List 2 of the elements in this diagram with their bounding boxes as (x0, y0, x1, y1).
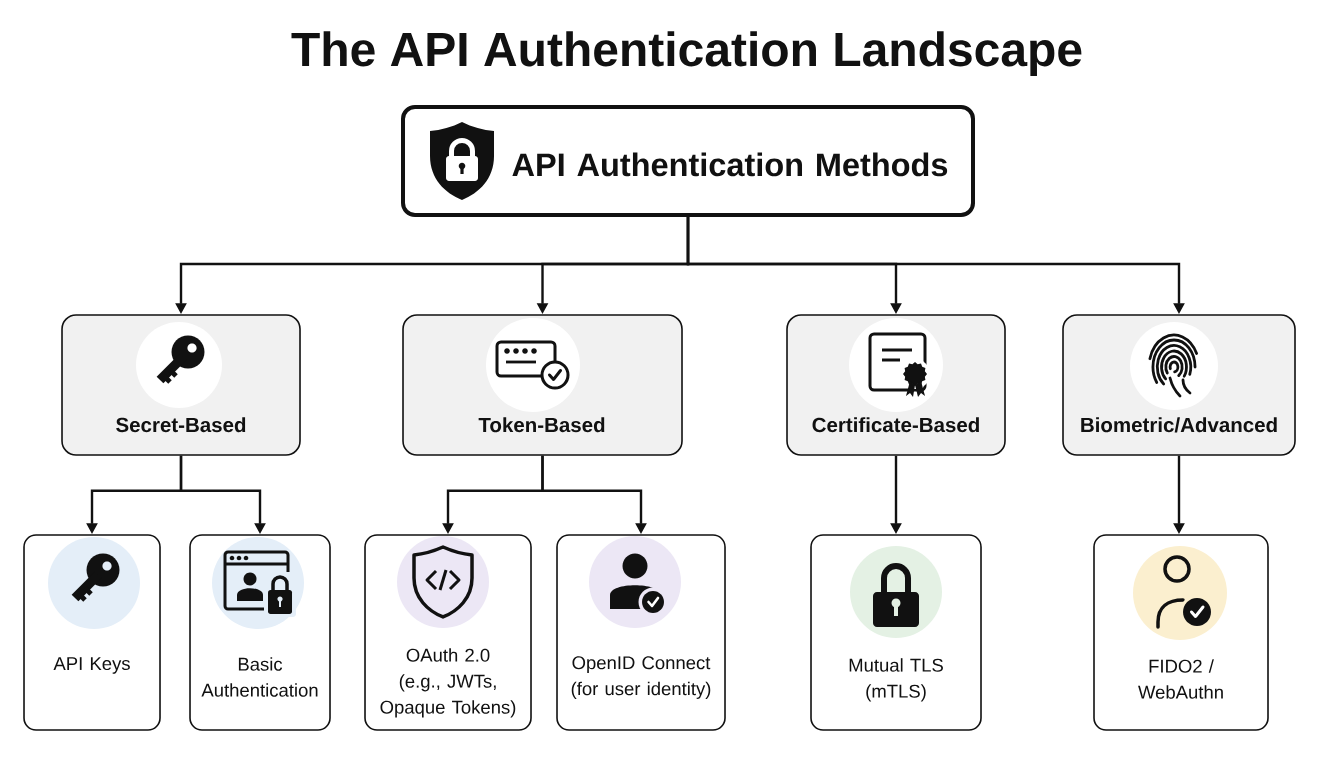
header-box: API Authentication Methods (401, 105, 975, 217)
title: The API Authentication Landscape (291, 31, 1082, 76)
